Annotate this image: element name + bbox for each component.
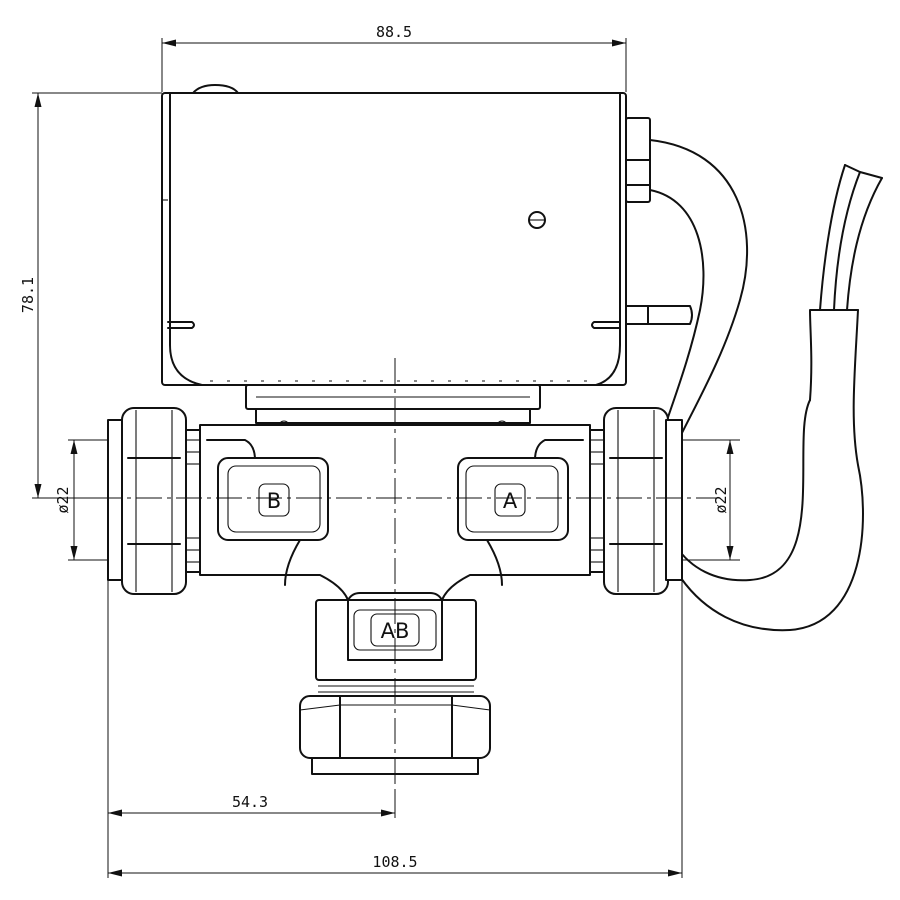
left-compression-nut <box>107 407 187 595</box>
dim-text-108-5: 108.5 <box>372 853 417 871</box>
port-label-ab: AB <box>370 613 420 647</box>
valve-body <box>185 424 605 611</box>
dim-text-54-3: 54.3 <box>232 793 268 811</box>
valve-neck <box>245 384 541 432</box>
port-ab-text: AB <box>381 619 410 643</box>
port-a-text: A <box>503 489 518 513</box>
right-compression-nut <box>603 407 683 595</box>
dimension-right-diameter: ø22 <box>682 439 740 561</box>
dimension-center-offset: 54.3 <box>107 580 396 878</box>
power-cable <box>649 139 883 632</box>
port-b-text: B <box>267 489 281 513</box>
cable-gland <box>625 117 693 325</box>
dim-text-left-dia: ø22 <box>54 486 72 513</box>
dimension-actuator-width: 88.5 <box>161 23 627 92</box>
actuator-housing <box>161 84 627 386</box>
dimension-overall-width: 108.5 <box>108 580 683 878</box>
dimension-overall-height: 78.1 <box>19 92 162 499</box>
port-label-b: B <box>258 483 290 517</box>
port-label-a: A <box>494 483 526 517</box>
dim-text-right-dia: ø22 <box>712 486 730 513</box>
dim-text-78-1: 78.1 <box>19 277 37 313</box>
dim-text-88-5: 88.5 <box>376 23 412 41</box>
dimension-left-diameter: ø22 <box>54 439 108 561</box>
